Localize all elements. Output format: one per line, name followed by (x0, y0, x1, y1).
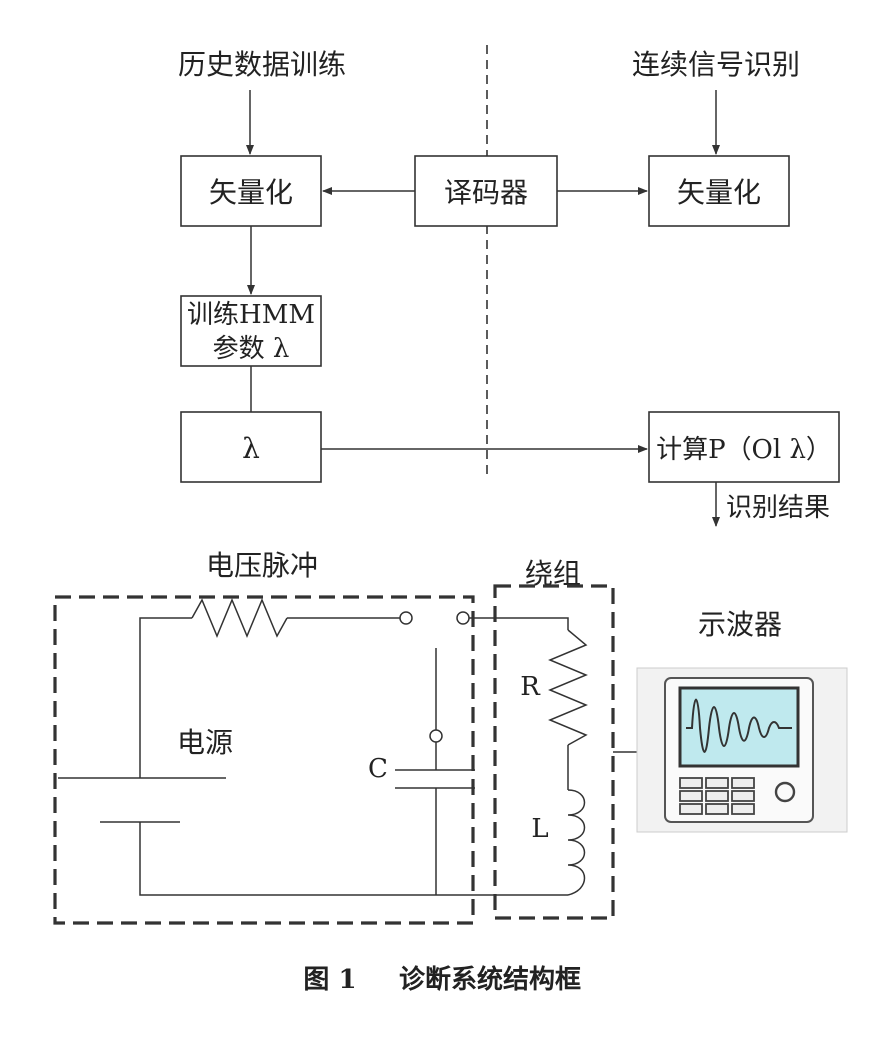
capacitor-switch-terminal (429, 729, 443, 743)
resistor-label: R (520, 672, 541, 702)
oscilloscope-icon (636, 667, 848, 833)
bottom-wire (139, 822, 568, 896)
switch-terminal-left (399, 611, 413, 625)
result-label: 识别结果 (726, 493, 830, 523)
vectorize-left-label: 矢量化 (209, 176, 293, 209)
winding-inductor (567, 789, 586, 896)
scope-label: 示波器 (698, 608, 782, 641)
vectorize-right-label: 矢量化 (677, 176, 761, 209)
winding-frame (493, 584, 615, 920)
switch-terminal-right (456, 611, 470, 625)
compute-p-label: 计算P（Ol λ） (656, 435, 832, 465)
top-left-wire (139, 617, 192, 778)
train-hmm-line2: 参数 λ (213, 334, 290, 364)
inductor-label: L (531, 814, 548, 844)
wire-to-winding (469, 617, 569, 630)
decoder-label: 译码器 (444, 176, 528, 209)
vectorize-right-box (648, 155, 790, 227)
figure-title: 诊断系统结构框 (399, 964, 581, 995)
pulse-resistor (191, 598, 288, 638)
capacitor-label: C (368, 754, 388, 784)
power-label: 电源 (177, 726, 233, 759)
vectorize-left-box (180, 155, 322, 227)
lambda-box (180, 411, 322, 483)
lambda-label: λ (242, 432, 260, 465)
history-training-label: 历史数据训练 (178, 48, 346, 81)
figure-number: 图 1 (303, 965, 356, 995)
pulse-label: 电压脉冲 (206, 549, 318, 582)
train-hmm-line1: 训练HMM (187, 300, 315, 330)
compute-p-box (648, 411, 840, 483)
train-hmm-box (180, 295, 322, 367)
winding-resistor (548, 629, 588, 746)
power-supply-frame (53, 595, 475, 925)
continuous-recognition-label: 连续信号识别 (632, 48, 800, 81)
